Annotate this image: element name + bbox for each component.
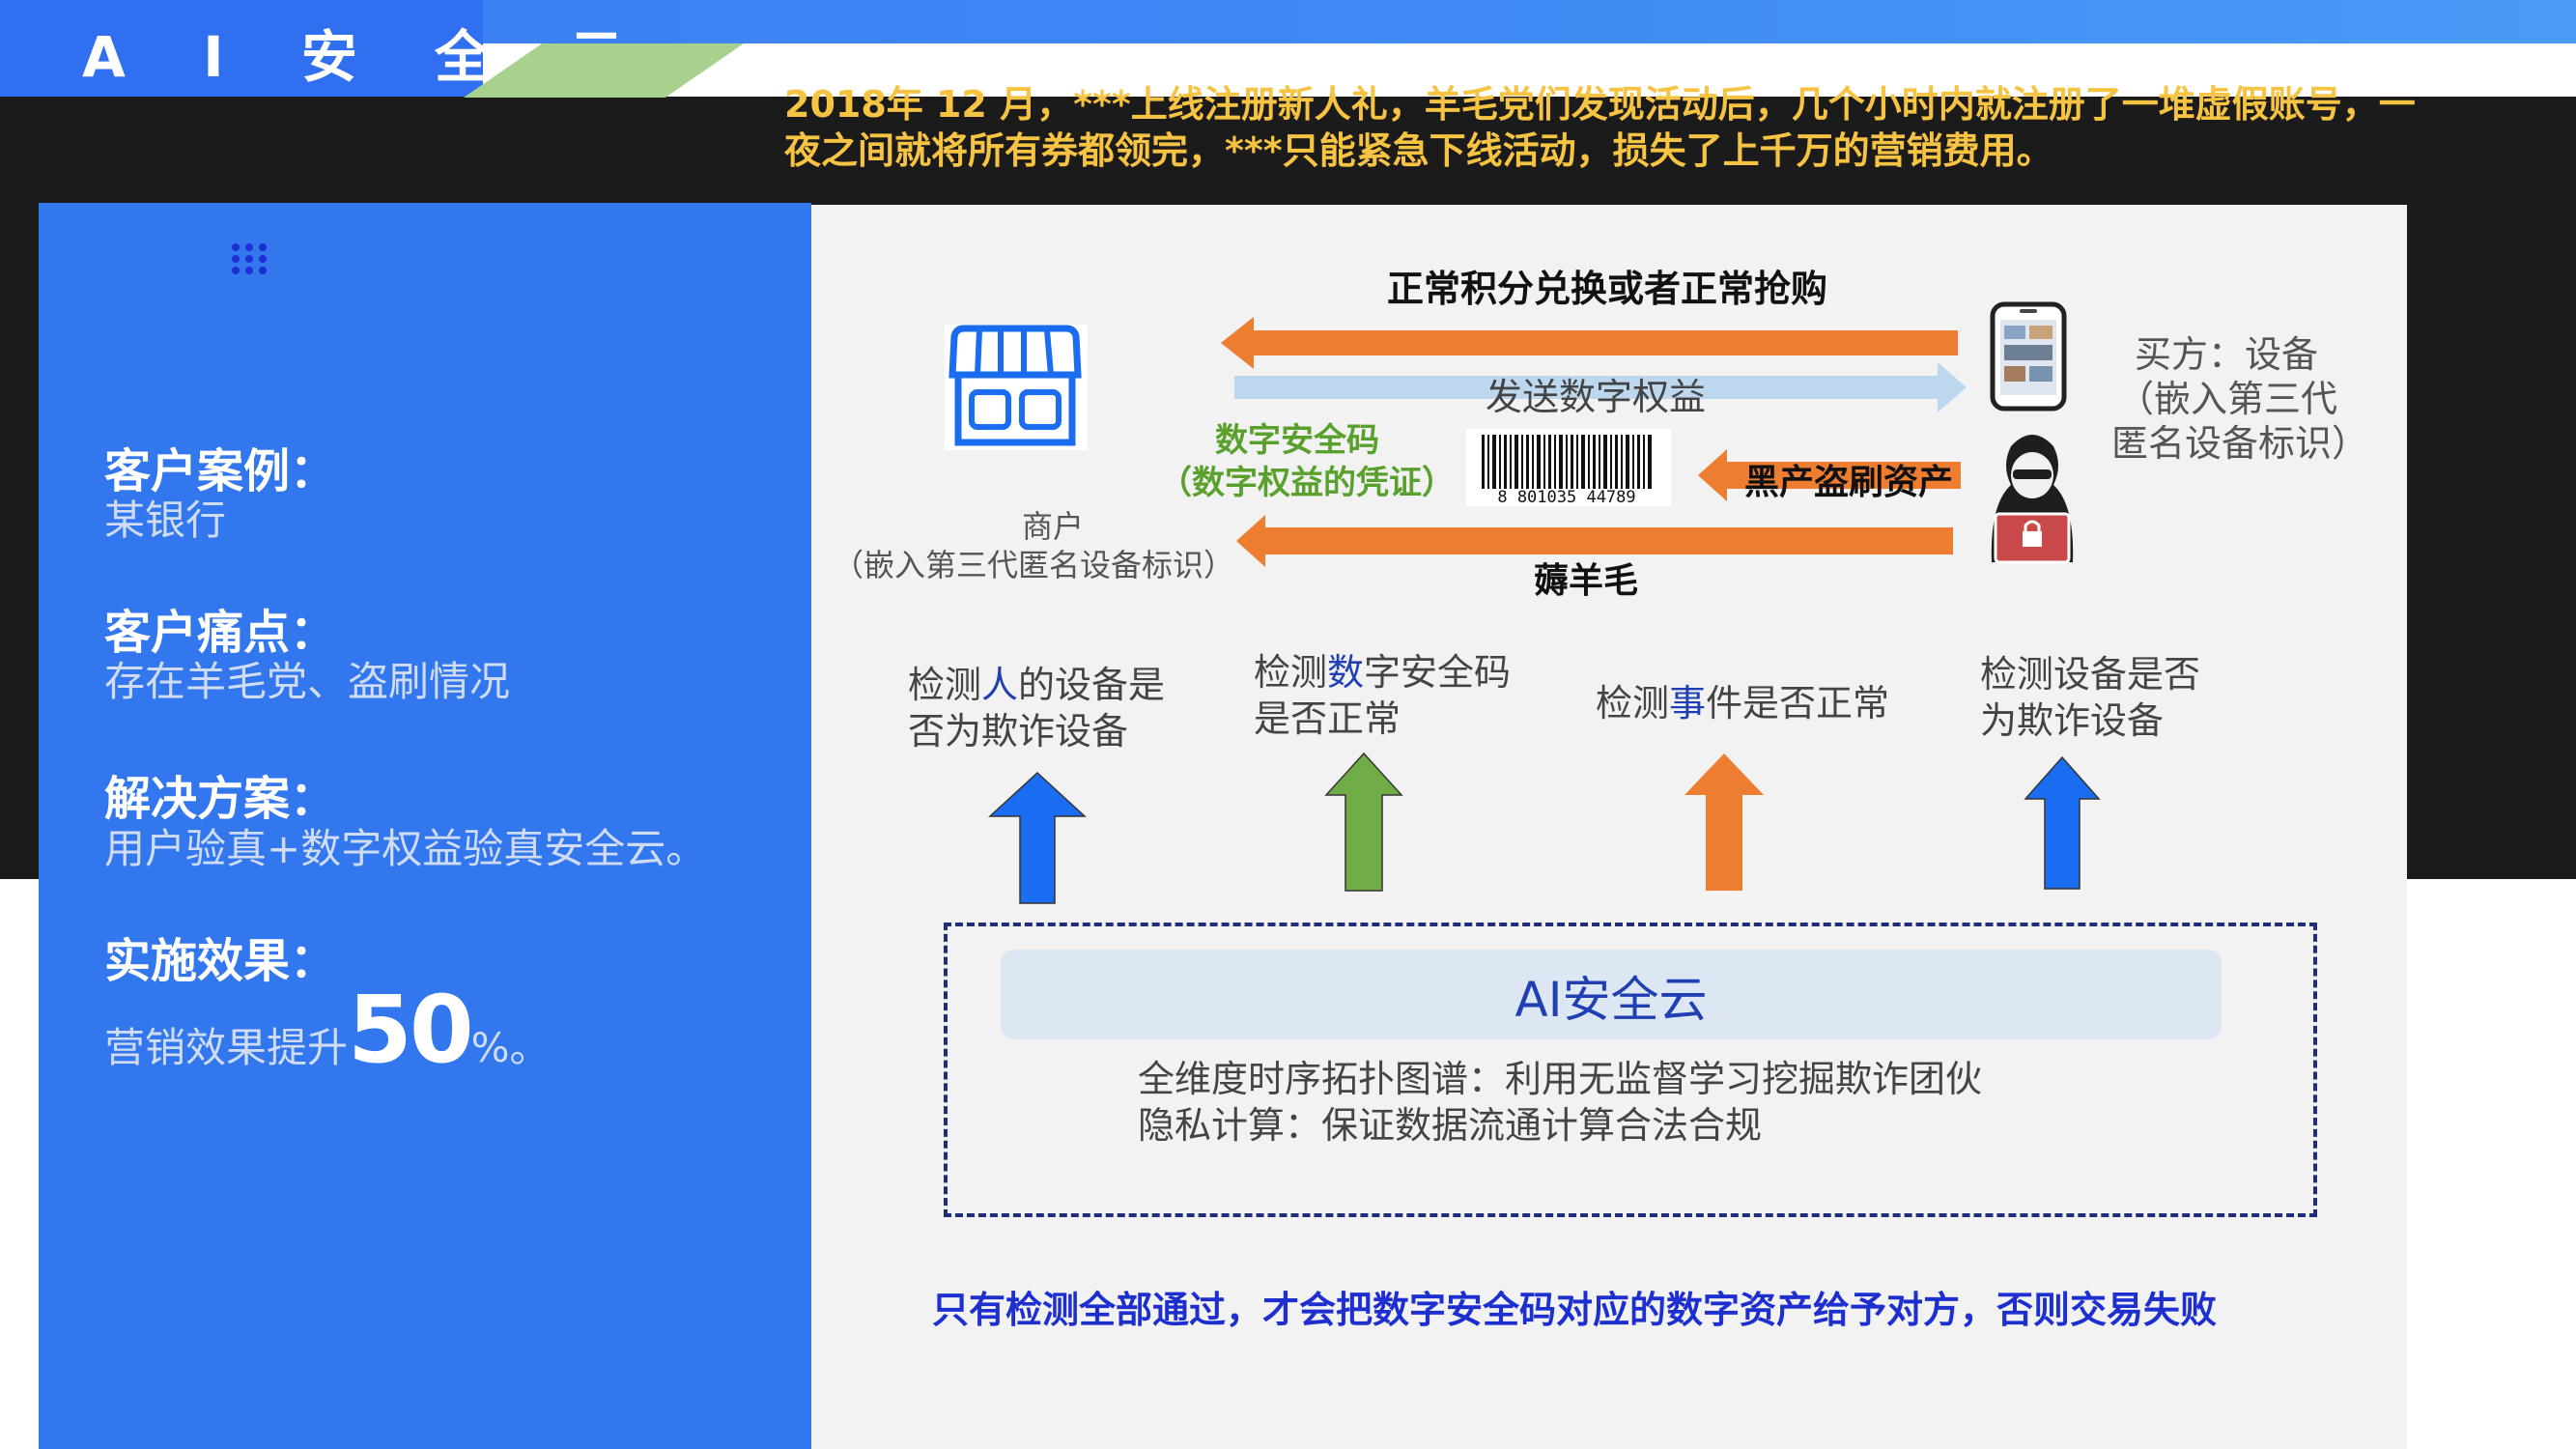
hacker-icon: [1991, 435, 2074, 564]
effect-value: 营销效果提升50%。: [104, 976, 551, 1084]
grid-dots-icon: [232, 243, 267, 274]
headline-text: 2018年 12 月，***上线注册新人礼，羊毛党们发现活动后，几个小时内就注册…: [784, 83, 2416, 172]
merchant-label: 商户: [1022, 508, 1085, 545]
check-arrow-3: [1684, 753, 1764, 891]
buyer-sub-2: 匿名设备标识）: [2111, 422, 2369, 465]
wool-label: 薅羊毛: [1534, 561, 1639, 601]
ai-cloud-feature-2: 隐私计算：保证数据流通计算合法合规: [1138, 1104, 1763, 1147]
buyer-sub-1: （嵌入第三代: [2117, 378, 2338, 420]
customer-case-value: 某银行: [104, 497, 227, 544]
pain-point-label: 客户痛点：: [104, 606, 337, 660]
ai-cloud-title: AI安全云: [1514, 972, 1708, 1028]
security-code-label: 数字安全码: [1215, 421, 1379, 460]
ai-cloud-title-bar: [1001, 950, 2222, 1039]
ai-cloud-box: [944, 923, 2317, 1217]
footer-note: 只有检测全部通过，才会把数字安全码对应的数字资产给予对方，否则交易失败: [932, 1289, 2218, 1331]
effect-label: 实施效果：: [104, 934, 337, 988]
black-market-arrow: [1698, 449, 1961, 501]
security-code-sub: （数字权益的凭证）: [1159, 464, 1455, 502]
check-arrow-2: [1324, 752, 1403, 892]
buyer-label: 买方：设备: [2135, 333, 2319, 376]
check-arrow-4: [2024, 755, 2101, 890]
send-rights-arrow: [1234, 362, 1967, 412]
check-label-2: 检测数字安全码 是否正常: [1254, 651, 1512, 740]
wool-arrow: [1236, 515, 1953, 567]
pain-point-value: 存在羊毛党、盗刷情况: [104, 658, 511, 705]
customer-case-label: 客户案例：: [104, 444, 337, 498]
check-label-1: 检测人的设备是 否为欺诈设备: [908, 664, 1166, 753]
flow-arrows: 8 801035 44789: [945, 301, 2101, 904]
barcode-digits: 8 801035 44789: [1497, 488, 1635, 507]
normal-flow-arrow: [1221, 317, 1958, 369]
title-box: [0, 0, 483, 97]
effect-prefix: 营销效果提升: [104, 1024, 349, 1071]
phone-icon: [1990, 301, 2067, 412]
normal-flow-label: 正常积分兑换或者正常抢购: [1387, 268, 1828, 310]
black-market-label: 黑产盗刷资产: [1744, 463, 1954, 502]
barcode-icon: 8 801035 44789: [1466, 429, 1671, 507]
effect-number: 50: [348, 976, 474, 1084]
check-label-3: 检测事件是否正常: [1596, 682, 1890, 724]
store-icon: [945, 325, 1088, 450]
check-arrow-1: [988, 771, 1087, 904]
case-panel: [39, 203, 811, 1449]
merchant-sub-label: （嵌入第三代匿名设备标识）: [833, 547, 1235, 583]
effect-suffix: %。: [470, 1024, 551, 1071]
solution-value: 用户验真+数字权益验真安全云。: [104, 825, 707, 872]
solution-label: 解决方案：: [104, 772, 337, 826]
ai-cloud-feature-1: 全维度时序拓扑图谱：利用无监督学习挖掘欺诈团伙: [1138, 1058, 1983, 1100]
send-rights-label: 发送数字权益: [1486, 376, 1707, 418]
check-label-4: 检测设备是否 为欺诈设备: [1980, 653, 2201, 742]
